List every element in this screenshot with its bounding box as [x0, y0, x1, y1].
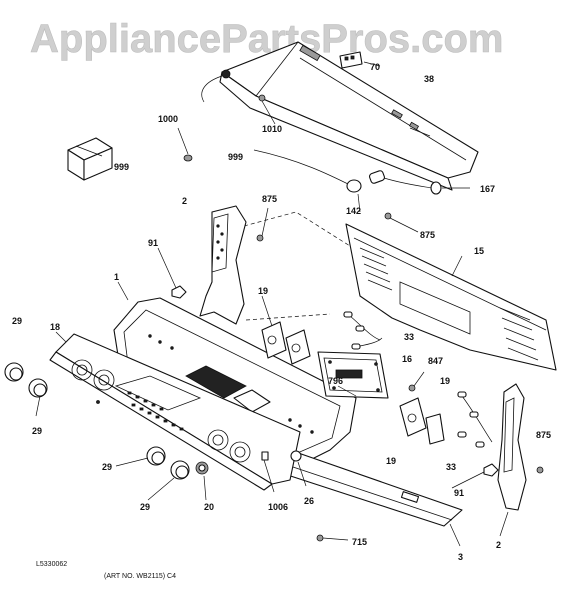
- callout-18: 18: [50, 322, 60, 332]
- drawing-code: L5330062: [36, 561, 67, 568]
- knob-29-a: [4, 362, 24, 382]
- control-panel-frame-1: [113, 297, 357, 471]
- callout-999-harness: 999: [228, 152, 243, 162]
- switch-19-b: [285, 329, 311, 365]
- package-999: [67, 137, 113, 181]
- terminal-block-70: [339, 51, 381, 69]
- callout-19-b: 19: [440, 376, 450, 386]
- callout-2-left: 2: [182, 196, 187, 206]
- callout-796: 796: [328, 376, 343, 386]
- callout-70: 70: [370, 62, 380, 72]
- clip-91-left: [157, 247, 187, 299]
- screw-715: [316, 534, 349, 542]
- knob-29-d: [170, 460, 190, 480]
- knob-29-b: [28, 378, 48, 398]
- callout-15: 15: [474, 246, 484, 256]
- callout-29-c: 29: [102, 462, 112, 472]
- screw-847: [408, 371, 425, 392]
- callout-33-lower: 33: [446, 462, 456, 472]
- callout-1010: 1010: [262, 124, 282, 134]
- callout-1006: 1006: [268, 502, 288, 512]
- wire-harness-999: [253, 149, 470, 195]
- screw-875-c: [536, 466, 544, 474]
- part-26: [290, 450, 307, 487]
- screw-1010: [258, 94, 276, 125]
- grommet-1000: [177, 127, 193, 162]
- callout-875-c: 875: [536, 430, 551, 440]
- connectors-33-upper: [343, 311, 383, 350]
- control-board-16: [317, 351, 389, 399]
- knob-29-c: [146, 446, 166, 466]
- callout-2-right: 2: [496, 540, 501, 550]
- art-number: (ART NO. WB2115) C4: [104, 573, 176, 580]
- callout-1: 1: [114, 272, 119, 282]
- callout-91-right: 91: [454, 488, 464, 498]
- callout-29-b: 29: [32, 426, 42, 436]
- callout-167: 167: [480, 184, 495, 194]
- callout-999-package: 999: [114, 162, 129, 172]
- callout-19-a: 19: [258, 286, 268, 296]
- callout-26: 26: [304, 496, 314, 506]
- light-bar-assembly: [201, 41, 479, 191]
- back-panel-15: [345, 223, 557, 371]
- callout-847: 847: [428, 356, 443, 366]
- callout-38: 38: [424, 74, 434, 84]
- switch-19-c: [399, 397, 427, 437]
- connectors-33-lower: [457, 391, 493, 448]
- part-1006: [261, 451, 275, 493]
- screw-875-b: [384, 212, 419, 233]
- callout-91-left: 91: [148, 238, 158, 248]
- callout-1000: 1000: [158, 114, 178, 124]
- callout-19-c: 19: [386, 456, 396, 466]
- switch-19-d: [425, 413, 445, 445]
- callout-29-d: 29: [140, 502, 150, 512]
- screw-875-a: [256, 207, 269, 242]
- switch-19-a: [261, 321, 287, 359]
- callout-29-a: 29: [12, 316, 22, 326]
- callout-3: 3: [458, 552, 463, 562]
- callout-875-b: 875: [420, 230, 435, 240]
- callout-33-upper: 33: [404, 332, 414, 342]
- side-bracket-left-2: [199, 205, 247, 325]
- leader-lines: [35, 127, 509, 547]
- front-overlay-18: [49, 333, 301, 491]
- side-bracket-right-2: [497, 383, 527, 511]
- callout-20: 20: [204, 502, 214, 512]
- assembly-guide-line-a: [243, 211, 351, 247]
- callout-875-a: 875: [262, 194, 277, 204]
- callout-labels: 70 38 1010 1000 999 999 167 142 875 875 …: [12, 62, 551, 562]
- callout-16: 16: [402, 354, 412, 364]
- assembly-guide-line-b: [245, 313, 331, 321]
- clip-91-right: [483, 463, 499, 477]
- callout-715: 715: [352, 537, 367, 547]
- knob-ring-20: [195, 461, 209, 475]
- watermark-text: AppliancePartsPros.com: [30, 17, 504, 61]
- callout-142: 142: [346, 206, 361, 216]
